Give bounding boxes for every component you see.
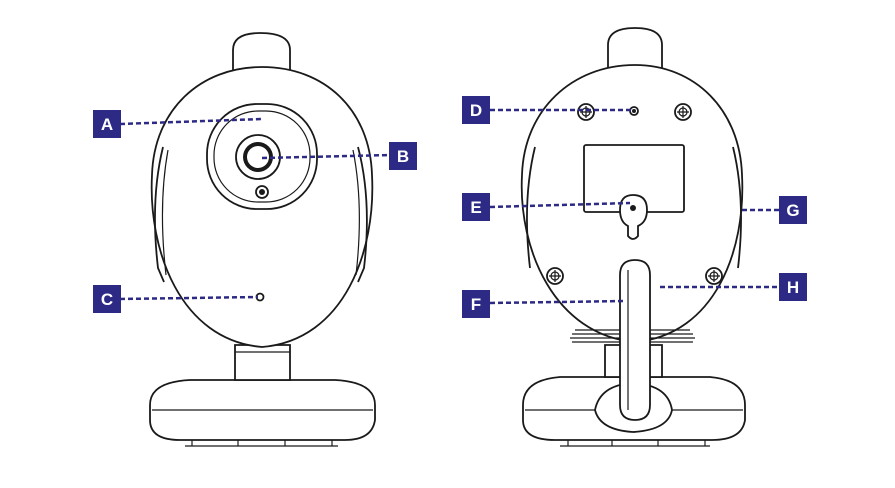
camera-back-view xyxy=(520,27,746,447)
callout-c: C xyxy=(93,285,121,313)
callout-c-label: C xyxy=(101,290,113,309)
front-lens-assembly xyxy=(206,103,318,210)
callout-a-label: A xyxy=(101,115,113,134)
callout-h-label: H xyxy=(787,278,799,297)
callout-h: H xyxy=(779,273,807,301)
leader-line-e xyxy=(489,201,631,209)
leader-line-f xyxy=(489,299,627,305)
callout-e-label: E xyxy=(470,198,481,217)
front-base xyxy=(149,379,376,447)
callout-d: D xyxy=(462,96,490,124)
leader-line-c xyxy=(119,295,259,301)
back-left-grip xyxy=(526,146,536,269)
screw-icon xyxy=(705,267,723,285)
callout-a: A xyxy=(93,110,121,138)
callout-b: B xyxy=(389,142,417,170)
front-top-nub xyxy=(232,32,291,76)
front-right-grip xyxy=(357,146,368,283)
callout-f: F xyxy=(462,290,490,318)
callout-d-label: D xyxy=(470,101,482,120)
front-neck xyxy=(234,344,291,381)
back-right-grip xyxy=(732,146,742,269)
leader-line-b xyxy=(261,153,391,160)
callout-e: E xyxy=(462,193,490,221)
callout-g-label: G xyxy=(786,201,799,220)
wall-mount-keyhole xyxy=(619,194,648,240)
screw-icon xyxy=(674,103,692,121)
front-left-grip xyxy=(154,146,165,283)
screw-icon xyxy=(546,267,564,285)
callout-g: G xyxy=(779,196,807,224)
callout-b-label: B xyxy=(397,147,409,166)
back-top-nub xyxy=(607,27,663,69)
antenna xyxy=(619,259,651,421)
screw-icon xyxy=(577,103,595,121)
callout-f-label: F xyxy=(471,295,481,314)
camera-front-view xyxy=(149,32,376,447)
